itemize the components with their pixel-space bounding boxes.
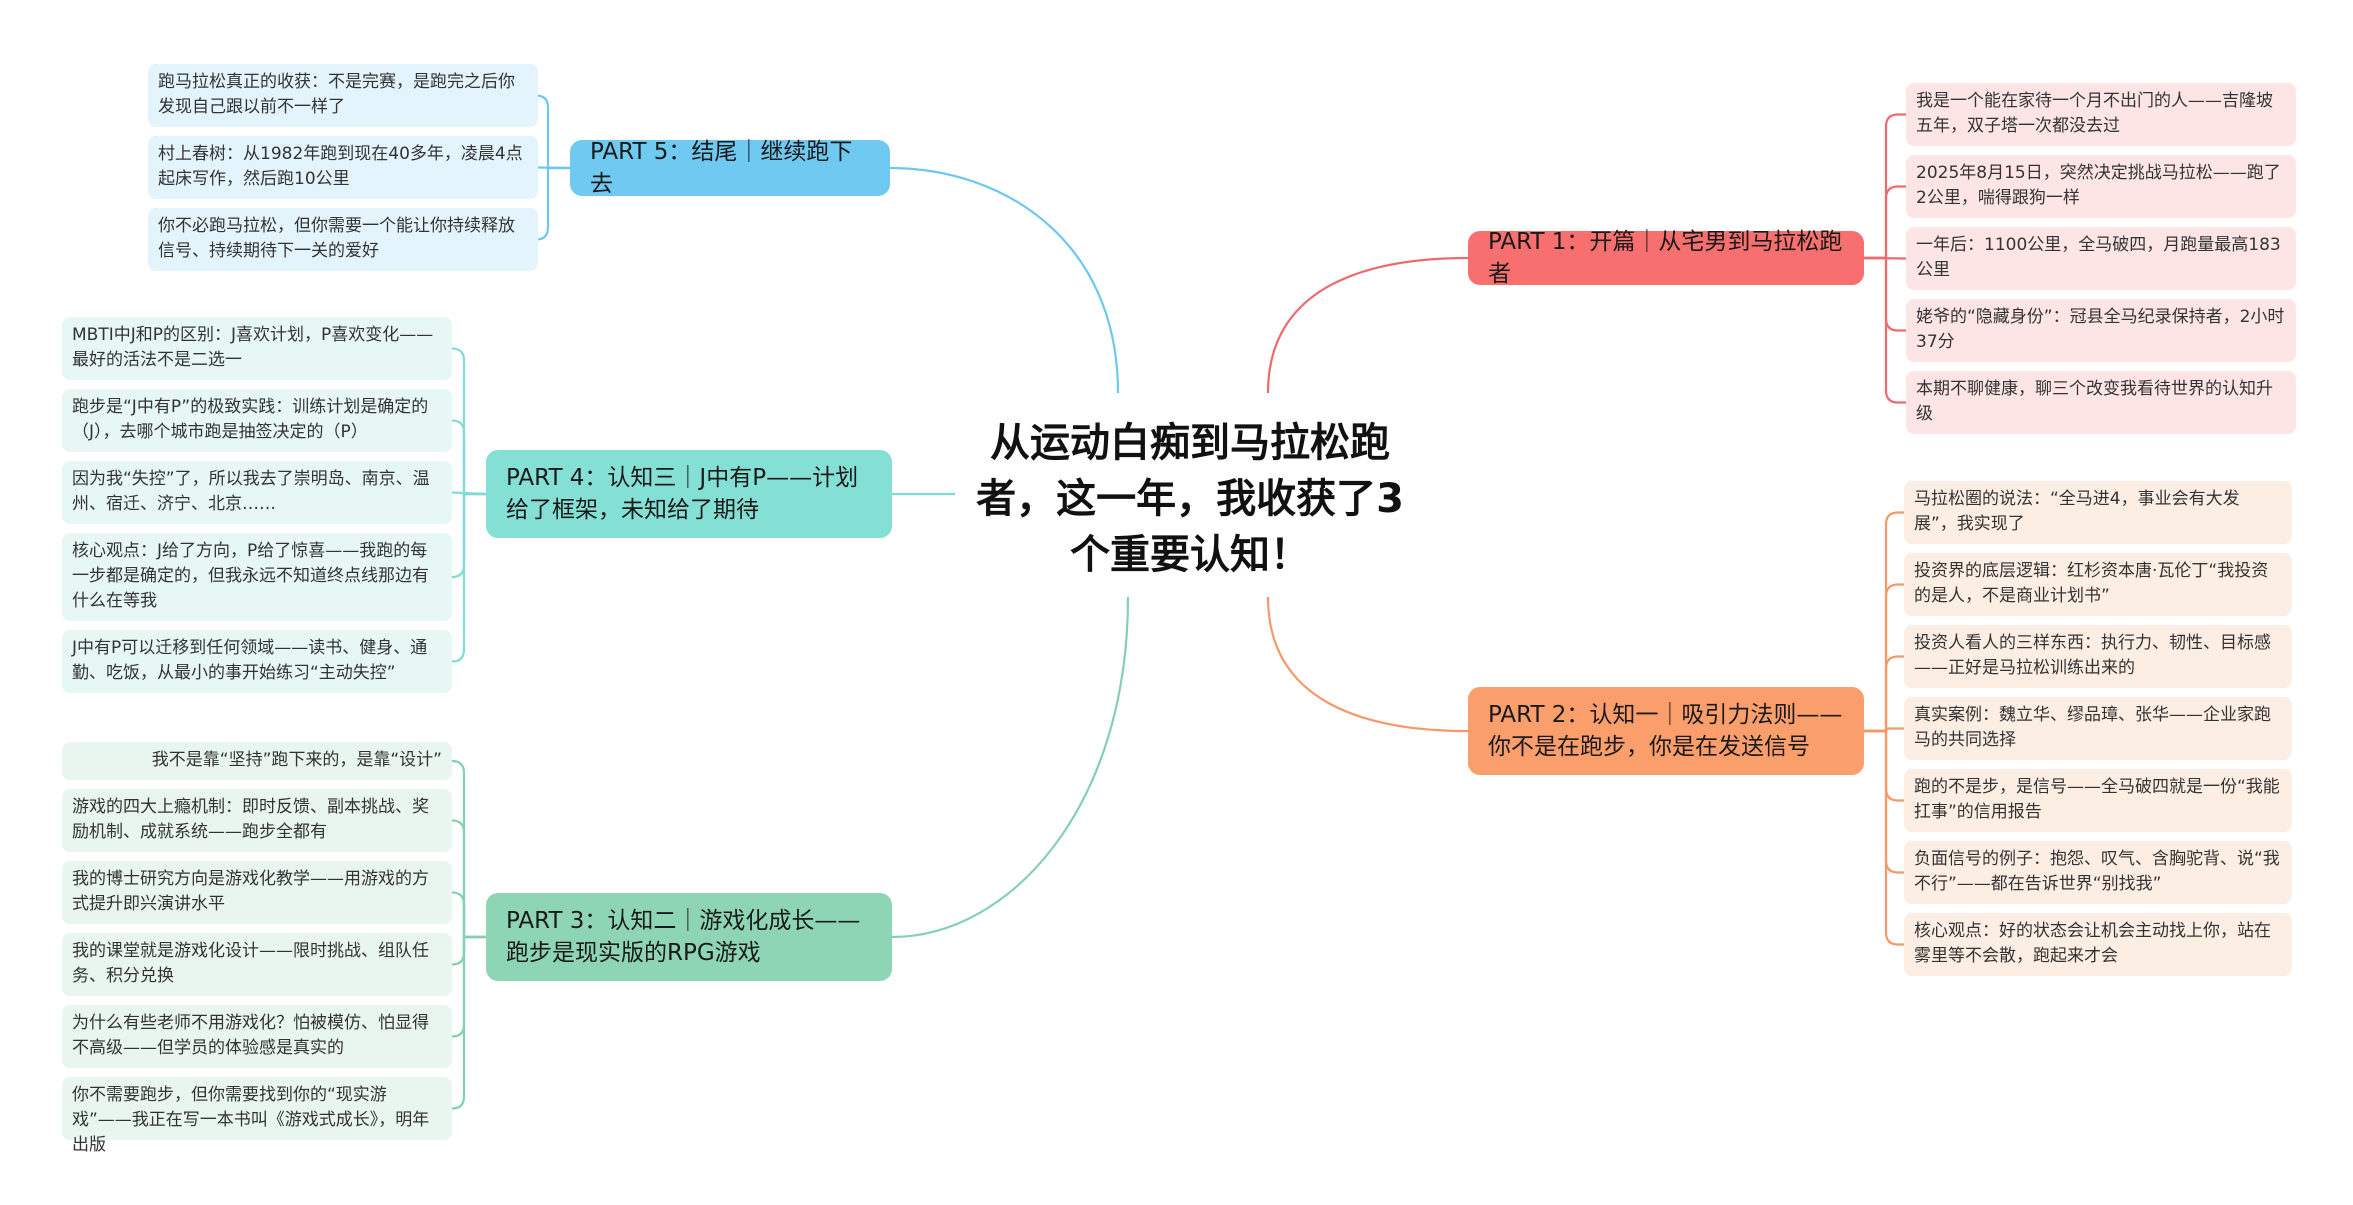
main-connector-part1 — [1266, 256, 1469, 394]
leaf-connector-part1-2 — [1864, 185, 1906, 260]
leaf-connector-part2-3 — [1864, 655, 1904, 733]
leaf-connector-part4-4 — [451, 492, 486, 579]
leaf-part2-7[interactable]: 核心观点：好的状态会让机会主动找上你，站在雾里等不会散，跑起来才会 — [1904, 913, 2292, 976]
leaf-part2-6[interactable]: 负面信号的例子：抱怨、叹气、含胸驼背、说“我不行”——都在告诉世界“别找我” — [1904, 841, 2292, 904]
leaf-text: 投资人看人的三样东西：执行力、韧性、目标感——正好是马拉松训练出来的 — [1914, 633, 2271, 678]
main-connector-part5 — [889, 166, 1120, 394]
leaf-text: 你不必跑马拉松，但你需要一个能让你持续释放信号、持续期待下一关的爱好 — [158, 216, 515, 261]
branch-part1-label: PART 1：开篇｜从宅男到马拉松跑者 — [1488, 229, 1843, 287]
branch-part5-label: PART 5：结尾｜继续跑下去 — [590, 139, 853, 197]
leaf-part3-3[interactable]: 我的博士研究方向是游戏化教学——用游戏的方式提升即兴演讲水平 — [62, 861, 452, 924]
leaf-part4-3[interactable]: 因为我“失控”了，所以我去了崇明岛、南京、温州、宿迁、济宁、北京…… — [62, 461, 452, 524]
leaf-text: 本期不聊健康，聊三个改变我看待世界的认知升级 — [1916, 379, 2273, 424]
leaf-connector-part2-5 — [1864, 729, 1904, 802]
leaf-text: 我是一个能在家待一个月不出门的人——吉隆坡五年，双子塔一次都没去过 — [1916, 91, 2273, 136]
leaf-part2-3[interactable]: 投资人看人的三样东西：执行力、韧性、目标感——正好是马拉松训练出来的 — [1904, 625, 2292, 688]
leaf-part2-5[interactable]: 跑的不是步，是信号——全马破四就是一份“我能扛事”的信用报告 — [1904, 769, 2292, 832]
leaf-part1-1[interactable]: 我是一个能在家待一个月不出门的人——吉隆坡五年，双子塔一次都没去过 — [1906, 83, 2296, 146]
branch-part2-label: PART 2：认知一｜吸引力法则——你不是在跑步，你是在发送信号 — [1488, 702, 1843, 760]
leaf-part3-6[interactable]: 你不需要跑步，但你需要找到你的“现实游戏”——我正在写一本书叫《游戏式成长》，明… — [62, 1077, 452, 1155]
leaf-text: 我不是靠“坚持”跑下来的，是靠“设计” — [151, 750, 442, 770]
leaf-part2-2[interactable]: 投资界的底层逻辑：红杉资本唐·瓦伦丁“我投资的是人，不是商业计划书” — [1904, 553, 2292, 616]
leaf-connector-part4-2 — [451, 419, 486, 496]
leaf-text: 负面信号的例子：抱怨、叹气、含胸驼背、说“我不行”——都在告诉世界“别找我” — [1914, 849, 2280, 894]
leaf-part1-4[interactable]: 姥爷的“隐藏身份”：冠县全马纪录保持者，2小时37分 — [1906, 299, 2296, 362]
leaf-part4-2[interactable]: 跑步是“J中有P”的极致实践：训练计划是确定的（J），去哪个城市跑是抽签决定的（… — [62, 389, 452, 452]
main-connector-part2 — [1266, 596, 1469, 733]
leaf-part1-3[interactable]: 一年后：1100公里，全马破四，月跑量最高183公里 — [1906, 227, 2296, 290]
leaf-text: 游戏的四大上瘾机制：即时反馈、副本挑战、奖励机制、成就系统——跑步全都有 — [72, 797, 429, 842]
leaf-text: 马拉松圈的说法：“全马进4，事业会有大发展”，我实现了 — [1914, 489, 2240, 534]
leaf-text: 你不需要跑步，但你需要找到你的“现实游戏”——我正在写一本书叫《游戏式成长》，明… — [72, 1085, 430, 1155]
leaf-text: 跑马拉松真正的收获：不是完赛，是跑完之后你发现自己跟以前不一样了 — [158, 72, 515, 117]
leaf-part4-4[interactable]: 核心观点：J给了方向，P给了惊喜——我跑的每一步都是确定的，但我永远不知道终点线… — [62, 533, 452, 621]
leaf-connector-part5-3 — [535, 166, 570, 241]
leaf-text: 投资界的底层逻辑：红杉资本唐·瓦伦丁“我投资的是人，不是商业计划书” — [1914, 561, 2269, 606]
leaf-connector-part2-6 — [1864, 729, 1904, 874]
branch-part3-label: PART 3：认知二｜游戏化成长——跑步是现实版的RPG游戏 — [506, 908, 861, 966]
leaf-connector-part1-5 — [1864, 256, 1906, 404]
leaf-part5-2[interactable]: 村上春树：从1982年跑到现在40多年，凌晨4点起床写作，然后跑10公里 — [148, 136, 538, 199]
leaf-connector-part3-1 — [451, 759, 486, 939]
branch-part3[interactable]: PART 3：认知二｜游戏化成长——跑步是现实版的RPG游戏 — [486, 893, 892, 981]
leaf-text: 村上春树：从1982年跑到现在40多年，凌晨4点起床写作，然后跑10公里 — [158, 144, 523, 189]
main-connector-part3 — [891, 596, 1130, 939]
branch-part5[interactable]: PART 5：结尾｜继续跑下去 — [570, 139, 890, 197]
leaf-part1-5[interactable]: 本期不聊健康，聊三个改变我看待世界的认知升级 — [1906, 371, 2296, 434]
leaf-connector-part5-1 — [535, 94, 570, 170]
leaf-part5-3[interactable]: 你不必跑马拉松，但你需要一个能让你持续释放信号、持续期待下一关的爱好 — [148, 208, 538, 271]
leaf-connector-part3-2 — [451, 819, 486, 939]
branch-part4-label: PART 4：认知三｜J中有P——计划给了框架，未知给了期待 — [506, 465, 859, 523]
central-topic[interactable]: 从运动白痴到马拉松跑者，这一年，我收获了3个重要认知！ — [976, 420, 1404, 578]
leaf-connector-part1-1 — [1864, 113, 1906, 260]
leaf-text: 跑的不是步，是信号——全马破四就是一份“我能扛事”的信用报告 — [1914, 777, 2280, 822]
leaf-text: 核心观点：好的状态会让机会主动找上你，站在雾里等不会散，跑起来才会 — [1914, 921, 2271, 966]
leaf-part3-1[interactable]: 我不是靠“坚持”跑下来的，是靠“设计” — [62, 742, 452, 780]
leaf-part3-4[interactable]: 我的课堂就是游戏化设计——限时挑战、组队任务、积分兑换 — [62, 933, 452, 996]
branch-part1[interactable]: PART 1：开篇｜从宅男到马拉松跑者 — [1468, 229, 1864, 287]
branch-part4[interactable]: PART 4：认知三｜J中有P——计划给了框架，未知给了期待 — [486, 450, 892, 538]
leaf-text: 2025年8月15日，突然决定挑战马拉松——跑了2公里，喘得跟狗一样 — [1916, 163, 2281, 208]
leaf-connector-part3-6 — [451, 935, 486, 1110]
leaf-part4-1[interactable]: MBTI中J和P的区别：J喜欢计划，P喜欢变化——最好的活法不是二选一 — [62, 317, 452, 380]
leaf-text: 姥爷的“隐藏身份”：冠县全马纪录保持者，2小时37分 — [1916, 307, 2285, 352]
leaf-text: 核心观点：J给了方向，P给了惊喜——我跑的每一步都是确定的，但我永远不知道终点线… — [72, 541, 429, 611]
leaf-text: 一年后：1100公里，全马破四，月跑量最高183公里 — [1916, 235, 2281, 280]
leaf-text: J中有P可以迁移到任何领域——读书、健身、通勤、吃饭，从最小的事开始练习“主动失… — [72, 638, 428, 683]
leaf-connector-part3-5 — [451, 935, 486, 1038]
leaf-part3-5[interactable]: 为什么有些老师不用游戏化？怕被模仿、怕显得不高级——但学员的体验感是真实的 — [62, 1005, 452, 1068]
leaf-connector-part2-1 — [1864, 511, 1904, 733]
leaf-connector-part3-3 — [451, 891, 486, 939]
leaf-text: 我的博士研究方向是游戏化教学——用游戏的方式提升即兴演讲水平 — [72, 869, 429, 914]
leaf-text: MBTI中J和P的区别：J喜欢计划，P喜欢变化——最好的活法不是二选一 — [72, 325, 434, 370]
leaf-text: 跑步是“J中有P”的极致实践：训练计划是确定的（J），去哪个城市跑是抽签决定的（… — [72, 397, 429, 442]
leaf-part1-2[interactable]: 2025年8月15日，突然决定挑战马拉松——跑了2公里，喘得跟狗一样 — [1906, 155, 2296, 218]
branch-part2[interactable]: PART 2：认知一｜吸引力法则——你不是在跑步，你是在发送信号 — [1468, 687, 1864, 775]
leaf-text: 真实案例：魏立华、缪品璋、张华——企业家跑马的共同选择 — [1914, 705, 2271, 750]
leaf-connector-part2-2 — [1864, 583, 1904, 733]
leaf-text: 为什么有些老师不用游戏化？怕被模仿、怕显得不高级——但学员的体验感是真实的 — [72, 1013, 429, 1058]
leaf-connector-part2-7 — [1864, 729, 1904, 946]
leaf-text: 因为我“失控”了，所以我去了崇明岛、南京、温州、宿迁、济宁、北京…… — [72, 469, 430, 514]
leaf-part2-4[interactable]: 真实案例：魏立华、缪品璋、张华——企业家跑马的共同选择 — [1904, 697, 2292, 760]
leaf-part2-1[interactable]: 马拉松圈的说法：“全马进4，事业会有大发展”，我实现了 — [1904, 481, 2292, 544]
leaf-text: 我的课堂就是游戏化设计——限时挑战、组队任务、积分兑换 — [72, 941, 429, 986]
leaf-part5-1[interactable]: 跑马拉松真正的收获：不是完赛，是跑完之后你发现自己跟以前不一样了 — [148, 64, 538, 127]
leaf-connector-part4-5 — [451, 492, 486, 663]
leaf-connector-part3-4 — [451, 935, 486, 966]
leaf-part3-2[interactable]: 游戏的四大上瘾机制：即时反馈、副本挑战、奖励机制、成就系统——跑步全都有 — [62, 789, 452, 852]
leaf-part4-5[interactable]: J中有P可以迁移到任何领域——读书、健身、通勤、吃饭，从最小的事开始练习“主动失… — [62, 630, 452, 693]
leaf-connector-part4-1 — [451, 347, 486, 496]
